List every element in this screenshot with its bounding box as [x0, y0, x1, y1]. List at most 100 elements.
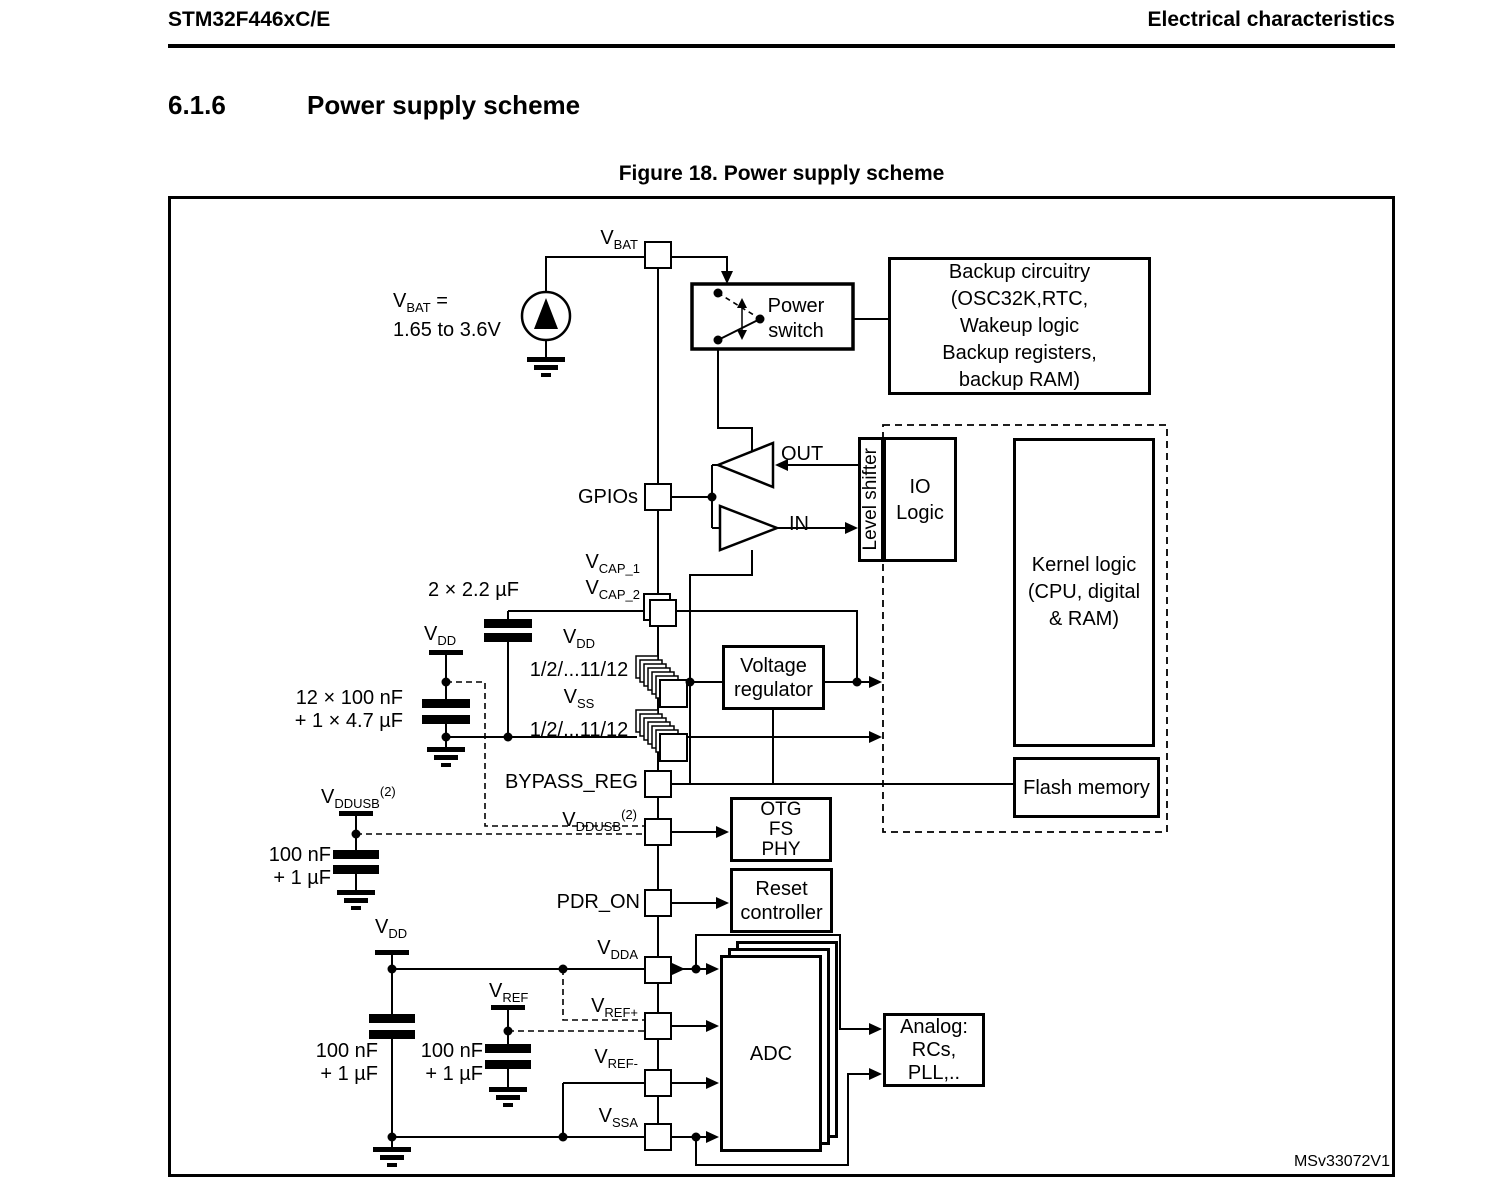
- pdr-on-label: PDR_ON: [556, 891, 640, 913]
- capacitor-vref-icon: [485, 1044, 531, 1069]
- dashed-wire-group: [356, 681, 645, 1032]
- vssa-label: VSSA: [598, 1105, 638, 1130]
- arrow-right-icon: [869, 676, 882, 688]
- arrow-right-icon: [869, 731, 882, 743]
- figure-watermark: MSv33072V1: [1293, 1153, 1390, 1170]
- output-buffer-icon: [714, 441, 775, 489]
- header-left: STM32F446xC/E: [168, 8, 331, 31]
- voltage-regulator-box: Voltage regulator: [722, 645, 825, 710]
- arrow-right-icon: [706, 1131, 719, 1143]
- vbat-pin: [644, 241, 672, 269]
- vcap-pin-front: [649, 599, 677, 627]
- io-logic-box: IO Logic: [883, 437, 957, 562]
- vddusb-supply-label: VDDUSB(2): [321, 784, 396, 811]
- vss-pin-stack: [635, 709, 688, 762]
- vdd-analog-label: VDD: [375, 916, 408, 941]
- ground-icons: [337, 357, 565, 1167]
- arrow-right-icon: [706, 963, 719, 975]
- header-right: Electrical characteristics: [1147, 8, 1396, 31]
- vdd-pin-stack: [635, 655, 688, 708]
- kernel-logic-box: Kernel logic (CPU, digital & RAM): [1013, 438, 1155, 747]
- vdd-tap-icon: [429, 650, 463, 655]
- wire: [671, 256, 728, 272]
- arrow-right-icon: [672, 963, 685, 975]
- capacitor-2x2u2-icon: [484, 619, 532, 642]
- arrow-right-icon: [716, 897, 729, 909]
- capacitor-usb-icon: [333, 850, 379, 874]
- vdd-left-label: VDD: [424, 623, 457, 648]
- vref-plus-pin: [644, 1012, 672, 1040]
- vbat-pin-label: VBAT: [600, 227, 638, 252]
- junction-dots: [351, 492, 862, 1142]
- reset-controller-box: Reset controller: [730, 868, 833, 933]
- kernel-domain-dashed-box: [882, 424, 1168, 833]
- level-shifter-box: Level shifter: [858, 437, 884, 562]
- power-switch-label: Power switch: [767, 295, 825, 342]
- power-switch-symbol: [690, 282, 855, 351]
- dashed-wire-vdda-to-vrefp: [562, 969, 645, 1021]
- vdda-label: VDDA: [597, 937, 638, 962]
- pdr-on-pin: [644, 889, 672, 917]
- supply-tap-icons: [339, 650, 525, 1010]
- vddusb-pin: [644, 818, 672, 846]
- wire: [695, 934, 870, 1030]
- header-rule: [168, 44, 1395, 48]
- vref-plus-label: VREF+: [591, 995, 638, 1020]
- cap-usb-label: 100 nF + 1 µF: [268, 844, 331, 889]
- arrowheads: [672, 271, 882, 1143]
- in-label: IN: [789, 513, 809, 535]
- cap-2x2u2-label: 2 × 2.2 µF: [428, 579, 520, 601]
- ground-icon: [373, 1147, 411, 1167]
- vss-pins-label: VSS 1/2/...11/12: [529, 686, 629, 741]
- gpios-pin: [644, 483, 672, 511]
- wire: [717, 340, 753, 452]
- arrow-right-icon: [706, 1020, 719, 1032]
- out-label: OUT: [781, 443, 824, 465]
- arrow-right-icon: [869, 1068, 882, 1080]
- arrow-down-icon: [721, 271, 733, 284]
- arrow-left-icon: [775, 459, 788, 471]
- backup-circuitry-box: Backup circuitry (OSC32K,RTC, Wakeup log…: [888, 257, 1151, 395]
- vbat-value-label: VBAT = 1.65 to 3.6V: [393, 290, 501, 341]
- capacitor-12x100n-icon: [422, 699, 470, 724]
- pin-squares: [643, 241, 677, 1151]
- figure-caption: Figure 18. Power supply scheme: [618, 162, 945, 185]
- wire: [695, 1073, 870, 1166]
- analog-box: Analog: RCs, PLL,..: [883, 1013, 985, 1087]
- arrow-right-icon: [845, 522, 858, 534]
- vdd-analog-tap-icon: [375, 950, 409, 955]
- ground-icon: [489, 1087, 527, 1107]
- vref-tap-icon: [491, 1005, 525, 1010]
- cap-vref-label: 100 nF + 1 µF: [420, 1040, 483, 1085]
- vref-supply-label: VREF: [489, 980, 529, 1005]
- vref-minus-pin: [644, 1069, 672, 1097]
- flash-memory-box: Flash memory: [1013, 757, 1160, 818]
- arrow-right-icon: [869, 1023, 882, 1035]
- vddusb-pin-label: VDDUSB(2): [562, 807, 637, 834]
- arrow-right-icon: [716, 826, 729, 838]
- cap-analog-label: 100 nF + 1 µF: [315, 1040, 378, 1085]
- adc-box: ADC: [720, 955, 822, 1152]
- battery-source-icon: [520, 290, 572, 342]
- vref-minus-label: VREF-: [594, 1046, 638, 1071]
- bypass-reg-pin: [644, 770, 672, 798]
- vssa-pin: [644, 1123, 672, 1151]
- vcap2-label: VCAP_2: [585, 577, 640, 602]
- wire: [545, 256, 645, 292]
- section-title: Power supply scheme: [307, 90, 581, 120]
- bypass-reg-label: BYPASS_REG: [504, 771, 638, 793]
- ground-icon: [527, 357, 565, 377]
- io-buffer-icons: [714, 441, 781, 552]
- section-number: 6.1.6: [168, 90, 226, 120]
- vdd-pins-label: VDD 1/2/...11/12: [529, 626, 629, 681]
- capacitor-analog-icon: [369, 1014, 415, 1039]
- vdda-pin: [644, 956, 672, 984]
- arrow-right-icon: [706, 1077, 719, 1089]
- capacitor-icons: [333, 619, 532, 1069]
- ground-icon: [337, 890, 375, 910]
- wire: [676, 610, 858, 682]
- dashed-wire-vdd-to-vddusb: [446, 681, 645, 827]
- otg-fs-phy-box: OTG FS PHY: [730, 797, 832, 862]
